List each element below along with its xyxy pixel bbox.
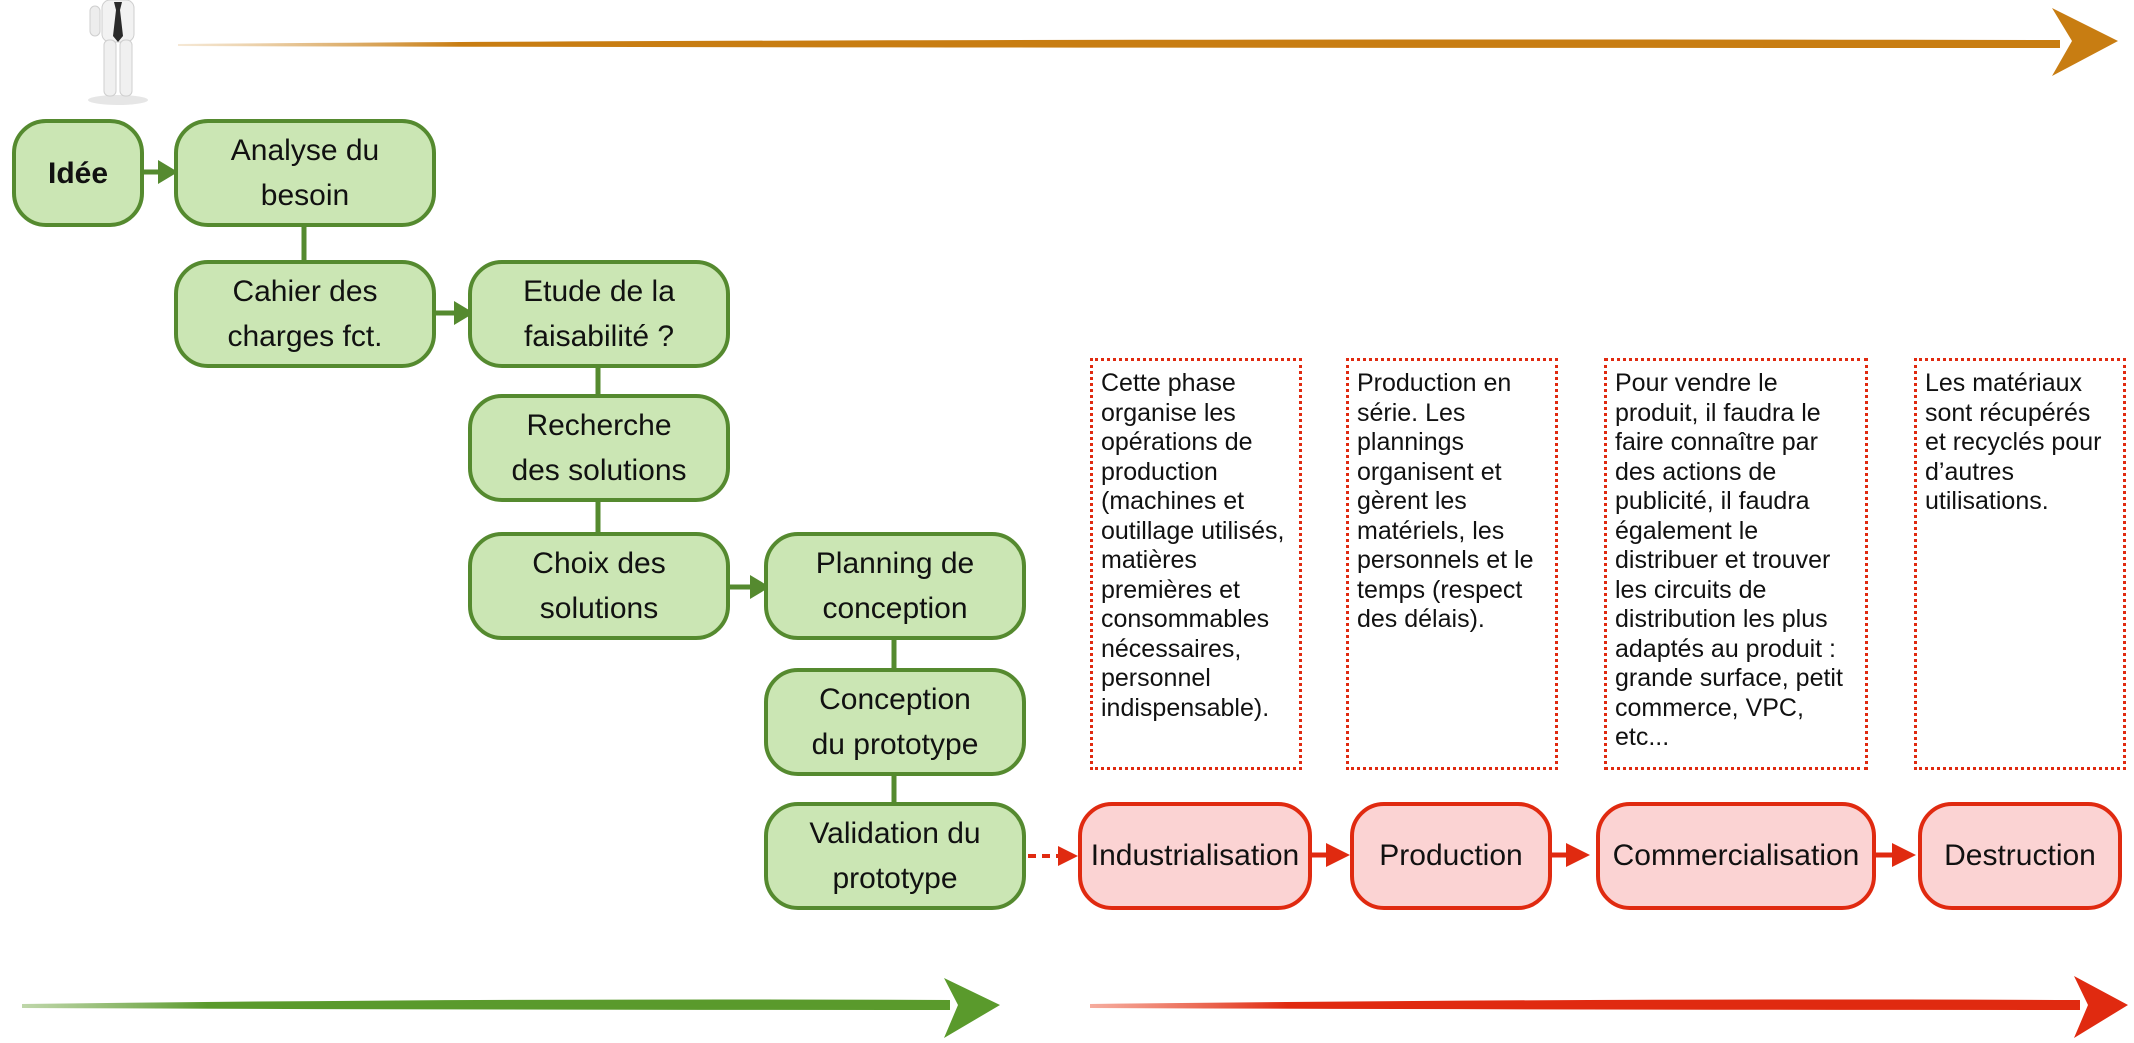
- phase-destruction-label: Destruction: [1944, 839, 2096, 872]
- step-etude-faisabilite-label: Etude de la faisabilité ?: [523, 275, 675, 353]
- step-cahier-des-charges-label: Cahier des charges fct.: [227, 275, 383, 353]
- step-etude-faisabilite: Etude de la faisabilité ?: [468, 260, 730, 368]
- desc-commercialisation: Pour vendre le produit, il faudra le fai…: [1604, 358, 1868, 770]
- step-planning-conception-label: Planning de conception: [815, 547, 975, 625]
- step-choix-solutions-label: Choix des solutions: [532, 547, 666, 625]
- step-choix-solutions: Choix des solutions: [468, 532, 730, 640]
- idea-box: Idée: [12, 119, 144, 227]
- step-conception-prototype: Conception du prototype: [764, 668, 1026, 776]
- desc-industrialisation: Cette phase organise les opérations de p…: [1090, 358, 1302, 770]
- desc-destruction: Les matériaux sont récupérés et recyclés…: [1914, 358, 2126, 770]
- step-recherche-solutions: Recherche des solutions: [468, 394, 730, 502]
- green-timeline-arrow: [22, 978, 1000, 1038]
- step-planning-conception: Planning de conception: [764, 532, 1026, 640]
- step-analyse-besoin-label: Analyse du besoin: [230, 134, 380, 212]
- step-analyse-besoin: Analyse du besoin: [174, 119, 436, 227]
- phase-commercialisation: Commercialisation: [1596, 802, 1876, 910]
- top-timeline-arrow: [178, 8, 2118, 76]
- step-validation-prototype-label: Validation du prototype: [809, 817, 981, 895]
- step-conception-prototype-label: Conception du prototype: [811, 683, 979, 761]
- phase-destruction: Destruction: [1918, 802, 2122, 910]
- red-timeline-arrow: [1090, 976, 2128, 1038]
- step-recherche-solutions-label: Recherche des solutions: [511, 409, 687, 487]
- phase-production: Production: [1350, 802, 1552, 910]
- thinking-businessman-icon: [88, 0, 148, 105]
- idea-label: Idée: [47, 156, 109, 190]
- phase-production-label: Production: [1379, 839, 1523, 872]
- step-cahier-des-charges: Cahier des charges fct.: [174, 260, 436, 368]
- step-validation-prototype: Validation du prototype: [764, 802, 1026, 910]
- phase-industrialisation: Industrialisation: [1078, 802, 1312, 910]
- desc-production: Production en série. Les plannings organ…: [1346, 358, 1558, 770]
- phase-industrialisation-label: Industrialisation: [1090, 839, 1300, 872]
- phase-commercialisation-label: Commercialisation: [1612, 839, 1860, 872]
